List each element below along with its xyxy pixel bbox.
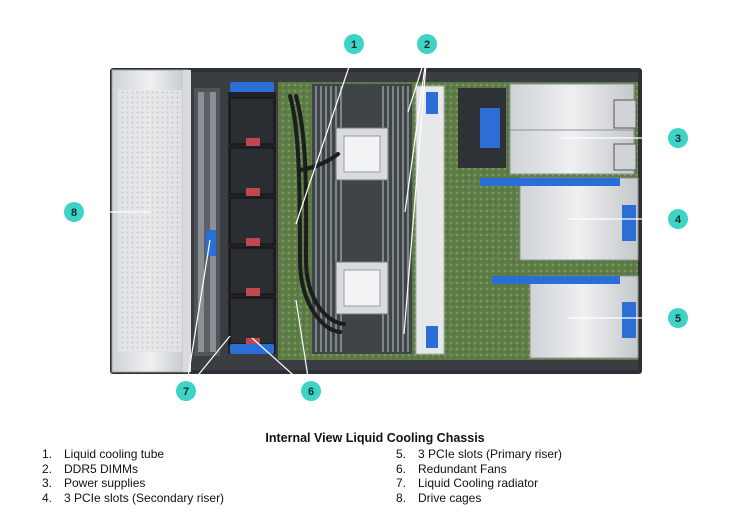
callout-8: 8 <box>64 202 84 222</box>
air-baffle <box>415 85 445 355</box>
callout-5-label: 5 <box>675 313 681 325</box>
pcie-primary-riser <box>492 275 639 359</box>
legend-item: 7. Liquid Cooling radiator <box>396 476 562 491</box>
legend-number: 7. <box>396 476 407 491</box>
legend-label: Power supplies <box>64 476 146 491</box>
callout-6-label: 6 <box>308 386 314 398</box>
fan-bank <box>228 82 276 354</box>
legend-item: 8. Drive cages <box>396 491 562 506</box>
legend-left-column: 1. Liquid cooling tube 2. DDR5 DIMMs 3. … <box>42 447 224 505</box>
callout-2: 2 <box>417 34 437 54</box>
callout-1: 1 <box>344 34 364 54</box>
legend-item: 5. 3 PCIe slots (Primary riser) <box>396 447 562 462</box>
liquid-cooling-tubes <box>288 94 346 334</box>
legend-number: 3. <box>42 476 53 491</box>
callout-leader-lines <box>90 51 663 391</box>
callout-3: 3 <box>668 128 688 148</box>
legend-number: 5. <box>396 447 407 461</box>
caption-title: Internal View Liquid Cooling Chassis <box>265 431 485 445</box>
legend-number: 6. <box>396 461 407 476</box>
legend-label: Liquid cooling tube <box>64 447 165 461</box>
callout-5: 5 <box>668 308 688 328</box>
callout-4-label: 4 <box>675 214 682 226</box>
drive-cage <box>111 69 191 373</box>
legend-item: 6. Redundant Fans <box>396 462 562 477</box>
callout-2-label: 2 <box>424 39 430 51</box>
legend-label: Drive cages <box>418 490 482 505</box>
legend-number: 8. <box>396 490 407 505</box>
legend-label: DDR5 DIMMs <box>64 461 138 476</box>
legend-item: 4. 3 PCIe slots (Secondary riser) <box>42 491 224 506</box>
callout-3-label: 3 <box>675 133 681 145</box>
callout-1-label: 1 <box>351 39 357 51</box>
power-supplies <box>458 83 637 175</box>
legend-label: 3 PCIe slots (Secondary riser) <box>64 490 225 505</box>
legend-number: 2. <box>42 461 53 476</box>
callout-7: 7 <box>176 381 196 401</box>
callout-6: 6 <box>301 381 321 401</box>
callout-8-label: 8 <box>71 207 77 219</box>
legend-number: 1. <box>42 447 53 461</box>
callout-4: 4 <box>668 209 688 229</box>
legend-item: 3. Power supplies <box>42 476 224 491</box>
legend-label: Redundant Fans <box>418 461 507 476</box>
callout-7-label: 7 <box>183 386 189 398</box>
legend-number: 4. <box>42 490 53 505</box>
server-chassis-diagram: 1 2 3 4 5 6 7 8 <box>64 34 688 401</box>
legend-item: 1. Liquid cooling tube <box>42 447 224 462</box>
legend-label: 3 PCIe slots (Primary riser) <box>418 447 563 461</box>
legend-label: Liquid Cooling radiator <box>418 476 539 491</box>
legend-item: 2. DDR5 DIMMs <box>42 462 224 477</box>
legend-right-column: 5. 3 PCIe slots (Primary riser) 6. Redun… <box>396 447 562 505</box>
cpu-cold-plates <box>335 127 389 315</box>
